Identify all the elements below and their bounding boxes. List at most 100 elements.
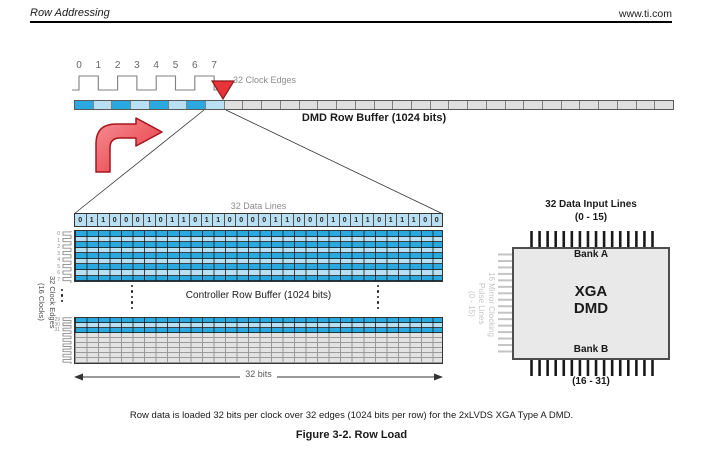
bit-cell: 0 bbox=[133, 214, 144, 226]
bit-cell: 1 bbox=[271, 214, 282, 226]
mirror-clocking-label: 16 Mirror Clocking Pulse Lines (0 - 15) bbox=[464, 246, 496, 362]
grid-row bbox=[75, 264, 442, 270]
clock-edge-number: 5 bbox=[172, 60, 179, 71]
chip-left-pins bbox=[498, 253, 512, 353]
dmd-bar-segment bbox=[636, 101, 656, 109]
side-label-line2: (16 Clocks) bbox=[37, 283, 46, 321]
bit-cell: 1 bbox=[409, 214, 420, 226]
dmd-bar-segment bbox=[299, 101, 319, 109]
mirror-label-line2: Pulse Lines bbox=[477, 283, 486, 325]
edge-number: 6 bbox=[57, 270, 60, 276]
bit-cell: 0 bbox=[420, 214, 432, 226]
edge-number: 0 bbox=[57, 231, 60, 237]
bit-cell: 0 bbox=[121, 214, 133, 226]
grid-row bbox=[75, 353, 442, 358]
chip-bank-b-label: Bank B bbox=[573, 344, 609, 355]
dmd-bar-segment bbox=[542, 101, 562, 109]
bit-cell: 0 bbox=[110, 214, 121, 226]
bit-cell: 1 bbox=[167, 214, 179, 226]
bit-cell: 0 bbox=[248, 214, 259, 226]
bit-cell: 0 bbox=[434, 216, 439, 224]
edge-number: 2 bbox=[57, 244, 60, 250]
bit-cell: 1 bbox=[87, 214, 98, 226]
bit-cell: 0 bbox=[340, 214, 351, 226]
clock-edge-number: 7 bbox=[211, 60, 217, 71]
dmd-bar-segment bbox=[243, 101, 263, 109]
chip-input-range-label: (0 - 15) bbox=[574, 212, 608, 223]
ellipsis-dots-side bbox=[59, 287, 65, 304]
dmd-bar-segment bbox=[112, 101, 132, 109]
mirror-label-line1: 16 Mirror Clocking bbox=[487, 271, 496, 337]
top-edge-waveform bbox=[62, 231, 72, 283]
bit-cell: 0 bbox=[236, 214, 248, 226]
dmd-bar-segment bbox=[168, 101, 188, 109]
grid-row bbox=[75, 338, 442, 343]
edge-number: 7 bbox=[57, 276, 60, 283]
header-site-link: www.ti.com bbox=[618, 8, 672, 20]
clock-edge-number: 4 bbox=[153, 60, 159, 71]
bit-cell: 0 bbox=[156, 214, 167, 226]
dmd-bar-segment bbox=[561, 101, 581, 109]
grid-row bbox=[75, 231, 442, 237]
clock-waveform bbox=[72, 75, 222, 91]
bit-cell: 1 bbox=[144, 214, 156, 226]
clock-edge-number: 2 bbox=[114, 60, 121, 71]
zoom-lines bbox=[73, 109, 444, 215]
mirror-label-line3: (0 - 15) bbox=[467, 291, 476, 317]
figure-caption: Row data is loaded 32 bits per clock ove… bbox=[129, 410, 574, 421]
dmd-bar-segment bbox=[131, 101, 150, 109]
dmd-bar-segment bbox=[580, 101, 600, 109]
bit-cell: 0 bbox=[374, 214, 386, 226]
dmd-bar-segment bbox=[355, 101, 375, 109]
marker-triangle-icon bbox=[210, 80, 236, 101]
edge-number: 4 bbox=[57, 257, 60, 263]
clock-edge-number: 1 bbox=[95, 60, 102, 71]
edge-number: 29 bbox=[54, 317, 60, 323]
grid-row bbox=[75, 343, 442, 348]
bottom-edge-waveform bbox=[62, 317, 72, 364]
bit-cell: 1 bbox=[179, 214, 190, 226]
bit-cell: 1 bbox=[397, 214, 409, 226]
bit-cell: 0 bbox=[317, 214, 328, 226]
clock-edges-side-label: 32 Clock Edges (16 Clocks) bbox=[34, 256, 58, 348]
clock-edge-number: 6 bbox=[192, 60, 198, 71]
side-label-line1: 32 Clock Edges bbox=[48, 275, 57, 329]
chip-output-range-label: (16 - 31) bbox=[572, 376, 610, 387]
bit-cell: 1 bbox=[328, 214, 340, 226]
dmd-bar-segment bbox=[393, 101, 412, 109]
chip-name: XGA DMD bbox=[512, 283, 670, 317]
chip-name-line2: DMD bbox=[573, 300, 609, 317]
dmd-bar-segment bbox=[149, 101, 169, 109]
dmd-bar-segment bbox=[280, 101, 300, 109]
width-arrow-text: 32 bits bbox=[240, 369, 277, 379]
dmd-bar-segment bbox=[337, 101, 356, 109]
zoom-arrow-icon bbox=[95, 117, 163, 173]
bit-cell: 1 bbox=[386, 214, 397, 226]
dmd-bar-segment bbox=[206, 101, 225, 109]
bit-cell: 1 bbox=[282, 214, 294, 226]
ellipsis-dots-right bbox=[375, 283, 381, 311]
dmd-row-buffer-bar bbox=[74, 100, 674, 110]
edge-number: 3 bbox=[57, 250, 60, 257]
dmd-bar-segment bbox=[655, 101, 673, 109]
dmd-bar-segment bbox=[486, 101, 506, 109]
ellipsis-dots-left bbox=[129, 283, 135, 311]
grid-row bbox=[75, 275, 442, 282]
dmd-bar-segment bbox=[374, 101, 394, 109]
grid-row bbox=[75, 236, 442, 243]
bit-cell: 0 bbox=[190, 214, 202, 226]
bit-cell: 1 bbox=[98, 214, 110, 226]
edge-number: 31 bbox=[54, 327, 60, 334]
bit-cell: 0 bbox=[75, 214, 87, 226]
dmd-bar-segment bbox=[75, 101, 94, 109]
dmd-bar-segment bbox=[411, 101, 431, 109]
clock-edge-number: 0 bbox=[76, 60, 82, 71]
grid-row bbox=[75, 269, 442, 276]
bit-cell: 0 bbox=[225, 214, 236, 226]
controller-row-buffer-label: Controller Row Buffer (1024 bits) bbox=[185, 290, 332, 301]
width-arrow-label: 32 bits bbox=[74, 369, 443, 379]
